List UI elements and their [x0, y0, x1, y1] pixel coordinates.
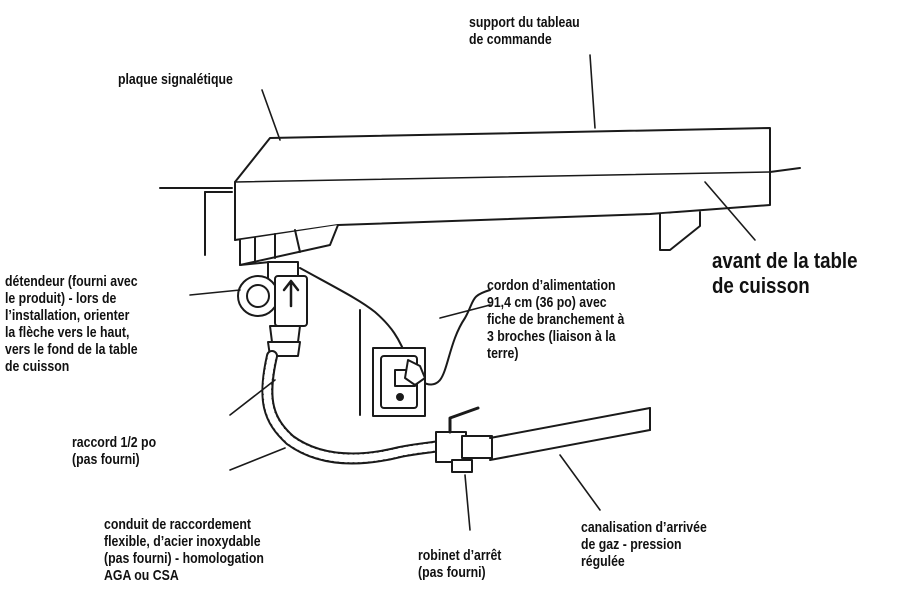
label-conduit: conduit de raccordement flexible, d’acie…: [104, 516, 264, 584]
label-avant: avant de la table de cuisson: [712, 248, 858, 298]
pressure-regulator: [237, 261, 308, 357]
label-cordon: cordon d’alimentation 91,4 cm (36 po) av…: [487, 277, 625, 362]
gas-supply-pipe: [489, 407, 651, 461]
label-robinet: robinet d’arrêt (pas fourni): [418, 547, 502, 581]
label-raccord: raccord 1/2 po (pas fourni): [72, 434, 157, 468]
control-support: [239, 224, 339, 266]
shutoff-valve: [435, 406, 493, 473]
label-plaque: plaque signalétique: [118, 71, 233, 88]
label-canalisation: canalisation d’arrivée de gaz - pression…: [581, 519, 707, 570]
label-detendeur: détendeur (fourni avec le produit) - lor…: [5, 273, 138, 375]
wall-outline: [159, 187, 361, 416]
label-support: support du tableau de commande: [469, 14, 580, 48]
leader-lines: [189, 54, 756, 531]
flexible-connector: [261, 350, 451, 465]
cooktop-box: [234, 127, 801, 251]
electrical-outlet: [372, 347, 426, 417]
